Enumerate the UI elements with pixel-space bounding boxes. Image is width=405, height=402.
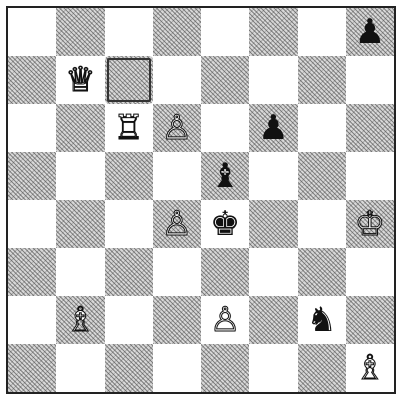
square-c1[interactable]: [105, 344, 153, 392]
square-f2[interactable]: [249, 296, 297, 344]
white-pawn-piece[interactable]: ♙: [153, 200, 201, 248]
square-h5[interactable]: [346, 152, 394, 200]
square-f3[interactable]: [249, 248, 297, 296]
white-rook-piece[interactable]: ♖: [105, 104, 153, 152]
square-b5[interactable]: [56, 152, 104, 200]
white-pawn-piece[interactable]: ♙: [201, 296, 249, 344]
square-g2[interactable]: ♞: [298, 296, 346, 344]
square-f6[interactable]: ♟: [249, 104, 297, 152]
square-h7[interactable]: [346, 56, 394, 104]
square-b3[interactable]: [56, 248, 104, 296]
black-king-piece[interactable]: ♚: [201, 200, 249, 248]
square-c4[interactable]: [105, 200, 153, 248]
square-c7[interactable]: [105, 56, 153, 104]
square-b8[interactable]: [56, 8, 104, 56]
square-b6[interactable]: [56, 104, 104, 152]
square-e8[interactable]: [201, 8, 249, 56]
square-f8[interactable]: [249, 8, 297, 56]
square-f7[interactable]: [249, 56, 297, 104]
square-a6[interactable]: [8, 104, 56, 152]
square-c6[interactable]: ♖: [105, 104, 153, 152]
square-g7[interactable]: [298, 56, 346, 104]
square-b4[interactable]: [56, 200, 104, 248]
chess-board: ♟♕♖♙♟♝♙♚♔♗♙♞♗: [8, 8, 394, 392]
black-pawn-piece[interactable]: ♟: [249, 104, 297, 152]
square-e3[interactable]: [201, 248, 249, 296]
square-g5[interactable]: [298, 152, 346, 200]
white-bishop-piece[interactable]: ♗: [346, 344, 394, 392]
black-knight-piece[interactable]: ♞: [298, 296, 346, 344]
square-h1[interactable]: ♗: [346, 344, 394, 392]
black-pawn-piece[interactable]: ♟: [346, 8, 394, 56]
square-g4[interactable]: [298, 200, 346, 248]
square-a7[interactable]: [8, 56, 56, 104]
square-d8[interactable]: [153, 8, 201, 56]
chess-board-frame: ♟♕♖♙♟♝♙♚♔♗♙♞♗: [6, 6, 396, 394]
square-d7[interactable]: [153, 56, 201, 104]
white-pawn-piece[interactable]: ♙: [153, 104, 201, 152]
square-c8[interactable]: [105, 8, 153, 56]
square-f5[interactable]: [249, 152, 297, 200]
square-h4[interactable]: ♔: [346, 200, 394, 248]
square-d5[interactable]: [153, 152, 201, 200]
square-c3[interactable]: [105, 248, 153, 296]
square-f1[interactable]: [249, 344, 297, 392]
square-e4[interactable]: ♚: [201, 200, 249, 248]
square-e1[interactable]: [201, 344, 249, 392]
square-d4[interactable]: ♙: [153, 200, 201, 248]
square-d1[interactable]: [153, 344, 201, 392]
square-e5[interactable]: ♝: [201, 152, 249, 200]
square-d2[interactable]: [153, 296, 201, 344]
square-a3[interactable]: [8, 248, 56, 296]
square-f4[interactable]: [249, 200, 297, 248]
square-h2[interactable]: [346, 296, 394, 344]
square-a5[interactable]: [8, 152, 56, 200]
square-e6[interactable]: [201, 104, 249, 152]
square-h3[interactable]: [346, 248, 394, 296]
square-g3[interactable]: [298, 248, 346, 296]
square-a4[interactable]: [8, 200, 56, 248]
square-a8[interactable]: [8, 8, 56, 56]
square-b7[interactable]: ♕: [56, 56, 104, 104]
square-h8[interactable]: ♟: [346, 8, 394, 56]
white-king-piece[interactable]: ♔: [346, 200, 394, 248]
square-c5[interactable]: [105, 152, 153, 200]
square-e2[interactable]: ♙: [201, 296, 249, 344]
black-bishop-piece[interactable]: ♝: [201, 152, 249, 200]
square-a1[interactable]: [8, 344, 56, 392]
square-b2[interactable]: ♗: [56, 296, 104, 344]
square-g8[interactable]: [298, 8, 346, 56]
square-g6[interactable]: [298, 104, 346, 152]
square-c2[interactable]: [105, 296, 153, 344]
square-g1[interactable]: [298, 344, 346, 392]
square-a2[interactable]: [8, 296, 56, 344]
square-d6[interactable]: ♙: [153, 104, 201, 152]
square-d3[interactable]: [153, 248, 201, 296]
white-bishop-piece[interactable]: ♗: [56, 296, 104, 344]
white-queen-piece[interactable]: ♕: [56, 56, 104, 104]
square-e7[interactable]: [201, 56, 249, 104]
square-h6[interactable]: [346, 104, 394, 152]
square-b1[interactable]: [56, 344, 104, 392]
